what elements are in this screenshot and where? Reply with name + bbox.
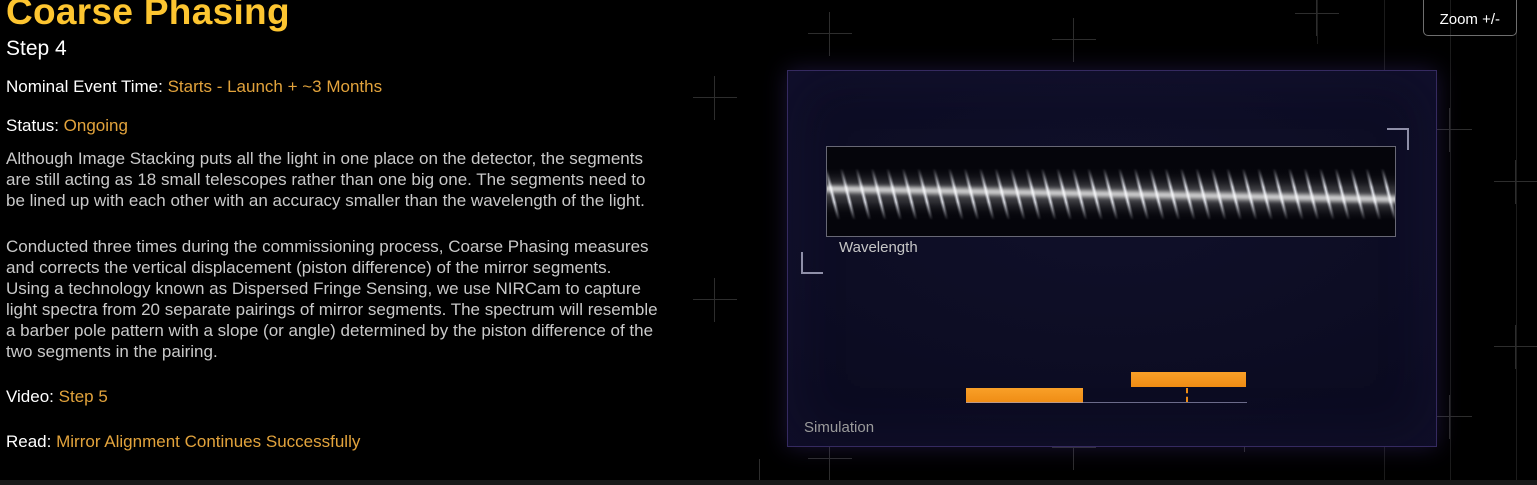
grid-cross-icon — [1052, 18, 1096, 62]
nominal-event-time-value: Starts - Launch + ~3 Months — [167, 77, 383, 96]
simulation-label: Simulation — [804, 419, 875, 436]
zoom-button[interactable]: Zoom +/- — [1422, 0, 1517, 36]
grid-cross-icon — [1428, 395, 1472, 439]
spectrum-fade-overlay — [827, 147, 1395, 236]
video-link[interactable]: Step 5 — [58, 387, 108, 406]
grid-cross-icon — [808, 12, 852, 56]
video-row: Video: Step 5 — [6, 386, 658, 407]
step-content: Coarse Phasing Step 4 Nominal Event Time… — [6, 0, 658, 452]
bottom-edge-strip — [0, 480, 1537, 485]
grid-cross-icon — [1494, 325, 1537, 369]
mirror-segment-bar-left — [966, 388, 1083, 403]
grid-cross-icon — [1428, 108, 1472, 152]
grid-vertical-line — [1450, 0, 1451, 485]
read-link[interactable]: Mirror Alignment Continues Successfully — [56, 432, 361, 451]
wavelength-axis-label: Wavelength — [839, 239, 918, 256]
grid-cross-icon — [693, 76, 737, 120]
piston-difference-tick — [1186, 388, 1188, 402]
mirror-segment-bar-right — [1131, 372, 1246, 387]
grid-vertical-line — [1516, 0, 1517, 485]
corner-bracket-icon — [1387, 128, 1409, 150]
grid-vertical-line — [1317, 0, 1318, 44]
nominal-event-time-label: Nominal Event Time: — [6, 77, 163, 96]
grid-cross-icon — [1052, 426, 1096, 470]
spectrum-plot-frame — [826, 146, 1396, 237]
status-badge: Ongoing — [63, 116, 128, 135]
grid-cross-icon — [693, 278, 737, 322]
status-row: Status: Ongoing — [6, 115, 658, 136]
read-row: Read: Mirror Alignment Continues Success… — [6, 431, 658, 452]
grid-cross-icon — [1494, 160, 1537, 204]
video-label: Video: — [6, 387, 54, 406]
description-paragraph: Conducted three times during the commiss… — [6, 237, 658, 361]
grid-cross-icon — [808, 437, 852, 481]
description-paragraph: Although Image Stacking puts all the lig… — [6, 149, 646, 210]
simulation-baseline — [966, 402, 1247, 403]
status-label: Status: — [6, 116, 59, 135]
dispersed-fringe-figure: Wavelength Simulation — [787, 70, 1437, 447]
nominal-event-time-row: Nominal Event Time: Starts - Launch + ~3… — [6, 76, 658, 97]
page-title: Coarse Phasing — [6, 0, 290, 32]
grid-cross-icon — [1295, 0, 1339, 36]
step-subtitle: Step 4 — [6, 37, 67, 60]
corner-bracket-icon — [801, 252, 823, 274]
read-label: Read: — [6, 432, 52, 451]
